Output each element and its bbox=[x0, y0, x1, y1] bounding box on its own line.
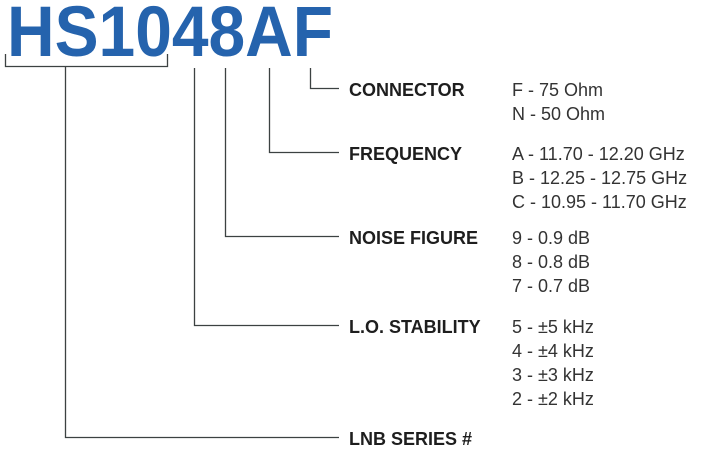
field-option: 5 - ±5 kHz bbox=[512, 317, 594, 337]
field-option: A - 11.70 - 12.20 GHz bbox=[512, 144, 685, 164]
model-code: HS1048AF bbox=[7, 0, 333, 72]
field-label: NOISE FIGURE bbox=[349, 228, 478, 248]
field-connector: CONNECTOR F - 75 Ohm N - 50 Ohm bbox=[349, 80, 605, 124]
leader-line-lnb-series bbox=[64, 67, 339, 439]
field-option: 9 - 0.9 dB bbox=[512, 228, 590, 248]
leader-line-noise-figure bbox=[224, 68, 339, 238]
field-label: LNB SERIES # bbox=[349, 429, 472, 449]
field-noise-figure: NOISE FIGURE 9 - 0.9 dB 8 - 0.8 dB 7 - 0… bbox=[349, 228, 590, 296]
field-option: F - 75 Ohm bbox=[512, 80, 603, 100]
field-lo-stability: L.O. STABILITY 5 - ±5 kHz 4 - ±4 kHz 3 -… bbox=[349, 317, 594, 409]
field-frequency: FREQUENCY A - 11.70 - 12.20 GHz B - 12.2… bbox=[349, 144, 687, 212]
field-option: 3 - ±3 kHz bbox=[512, 365, 594, 385]
field-option: C - 10.95 - 11.70 GHz bbox=[512, 192, 687, 212]
field-option: N - 50 Ohm bbox=[512, 104, 605, 124]
field-lnb-series: LNB SERIES # bbox=[349, 429, 472, 449]
field-label: FREQUENCY bbox=[349, 144, 462, 164]
series-bracket bbox=[4, 54, 169, 68]
field-label: CONNECTOR bbox=[349, 80, 465, 100]
field-option: 4 - ±4 kHz bbox=[512, 341, 594, 361]
field-option: 8 - 0.8 dB bbox=[512, 252, 590, 272]
field-option: 7 - 0.7 dB bbox=[512, 276, 590, 296]
field-option: 2 - ±2 kHz bbox=[512, 389, 594, 409]
leader-line-frequency bbox=[268, 68, 339, 154]
leader-line-lo-stability bbox=[193, 68, 339, 327]
field-option: B - 12.25 - 12.75 GHz bbox=[512, 168, 687, 188]
leader-line-connector bbox=[309, 68, 339, 90]
field-label: L.O. STABILITY bbox=[349, 317, 481, 337]
